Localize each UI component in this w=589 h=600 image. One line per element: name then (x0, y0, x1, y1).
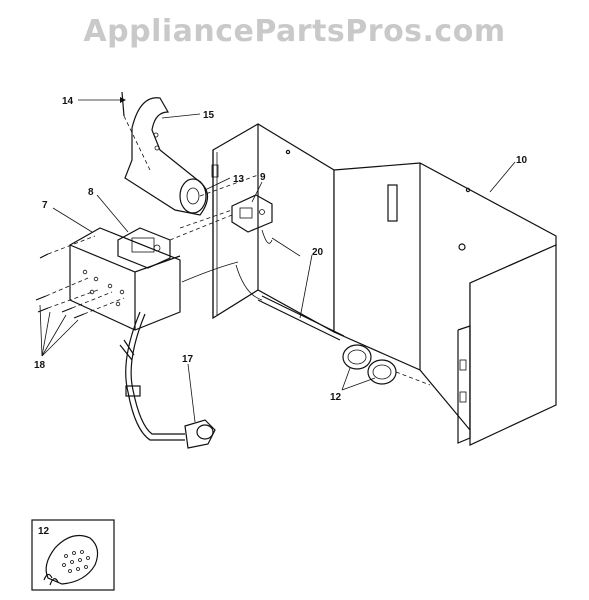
screws (35, 91, 125, 319)
capacitor (124, 97, 209, 216)
callout-9: 9 (260, 172, 266, 183)
assembly-lines (45, 115, 259, 315)
switch (231, 194, 273, 233)
callout-17: 17 (182, 354, 194, 365)
leader-lines (39, 97, 516, 423)
wire-channel (257, 237, 345, 341)
grille-plugs (342, 344, 431, 386)
callout-8: 8 (88, 187, 94, 198)
inset-detail: 12 (31, 519, 115, 591)
callout-12: 12 (330, 392, 342, 403)
inset-callout-12: 12 (38, 526, 50, 537)
callout-20: 20 (312, 247, 324, 258)
watermark: AppliancePartsPros.com (83, 14, 506, 49)
callout-10: 10 (516, 155, 528, 166)
callout-18: 18 (34, 360, 46, 371)
power-cord (119, 229, 273, 449)
callout-13: 13 (233, 174, 245, 185)
callout-14: 14 (62, 96, 74, 107)
callout-15: 15 (203, 110, 215, 121)
callout-7: 7 (42, 200, 48, 211)
housing-panel (211, 123, 557, 446)
